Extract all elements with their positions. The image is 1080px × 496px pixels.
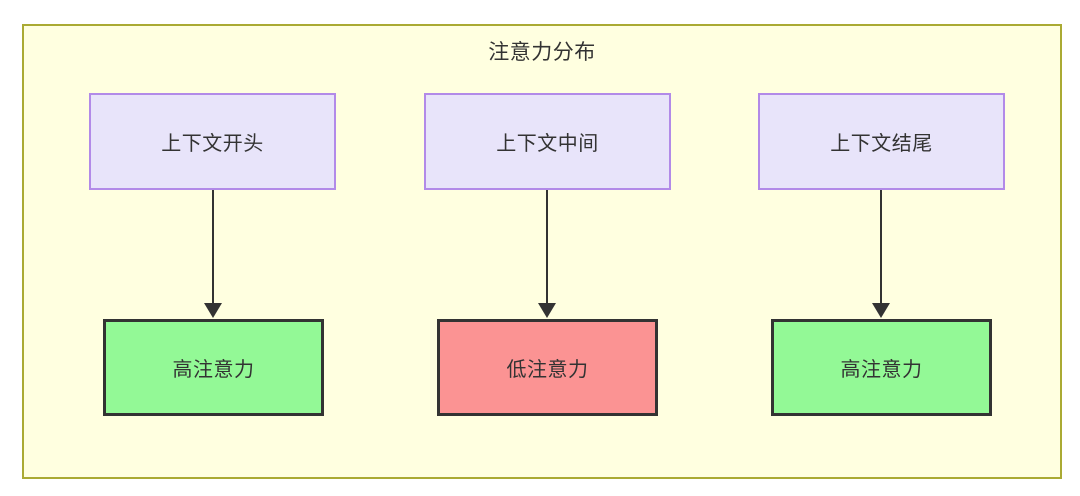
- subgraph-title: 注意力分布: [488, 41, 596, 64]
- node-context-end-label: 上下文结尾: [830, 133, 933, 155]
- node-context-start-label: 上下文开头: [161, 133, 264, 155]
- node-high-attention-start[interactable]: 高注意力: [103, 319, 324, 416]
- node-high-attention-end[interactable]: 高注意力: [771, 319, 992, 416]
- node-low-attention-middle[interactable]: 低注意力: [437, 319, 658, 416]
- node-low-attention-middle-label: 低注意力: [506, 359, 589, 381]
- node-context-end[interactable]: 上下文结尾: [758, 93, 1005, 190]
- node-high-attention-start-label: 高注意力: [172, 359, 255, 381]
- node-context-middle-label: 上下文中间: [496, 133, 599, 155]
- node-context-start[interactable]: 上下文开头: [89, 93, 336, 190]
- node-context-middle[interactable]: 上下文中间: [424, 93, 671, 190]
- node-high-attention-end-label: 高注意力: [840, 359, 923, 381]
